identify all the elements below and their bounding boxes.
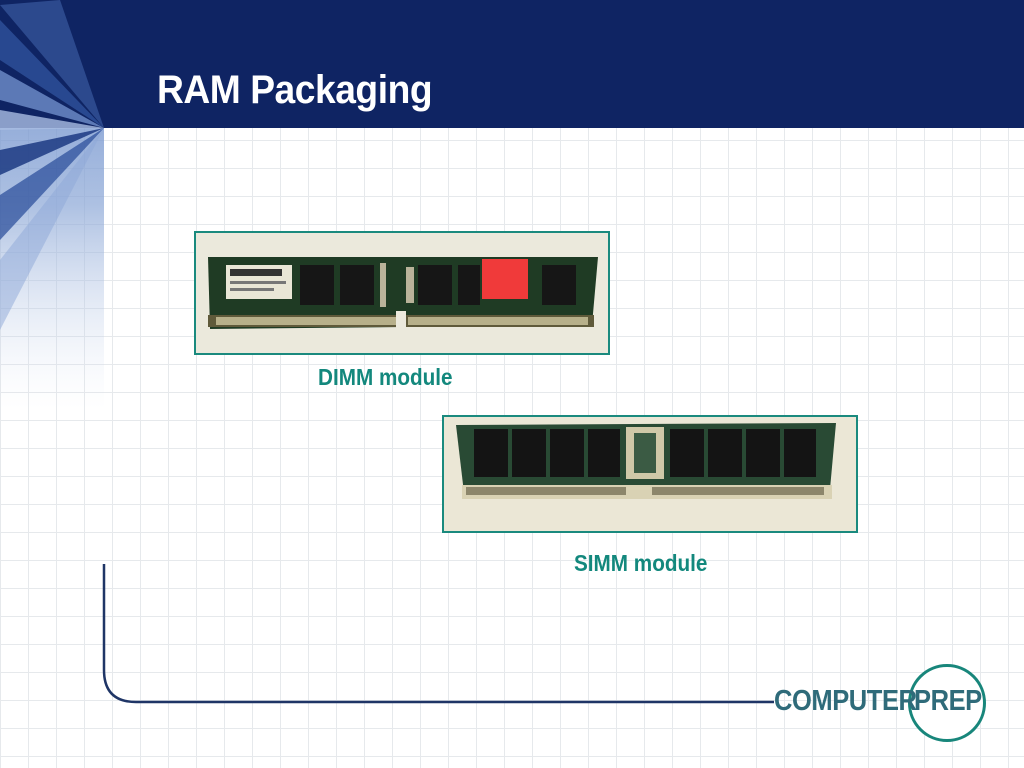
simm-caption: SIMM module bbox=[574, 550, 708, 576]
logo-word-prep: PREP bbox=[914, 685, 982, 717]
dimm-module-illustration bbox=[196, 233, 608, 353]
logo-word-computer: COMPUTER bbox=[774, 685, 917, 717]
dimm-caption: DIMM module bbox=[318, 364, 453, 390]
corner-line-decoration bbox=[102, 564, 774, 704]
computerprep-logo: COMPUTER PREP bbox=[774, 664, 986, 742]
simm-module-illustration bbox=[444, 417, 856, 531]
dimm-photo bbox=[194, 231, 610, 355]
simm-photo bbox=[442, 415, 858, 533]
logo-circle bbox=[908, 664, 986, 742]
header-band bbox=[0, 0, 1024, 128]
header-rays-decoration bbox=[0, 0, 104, 410]
slide-title: RAM Packaging bbox=[157, 68, 433, 112]
